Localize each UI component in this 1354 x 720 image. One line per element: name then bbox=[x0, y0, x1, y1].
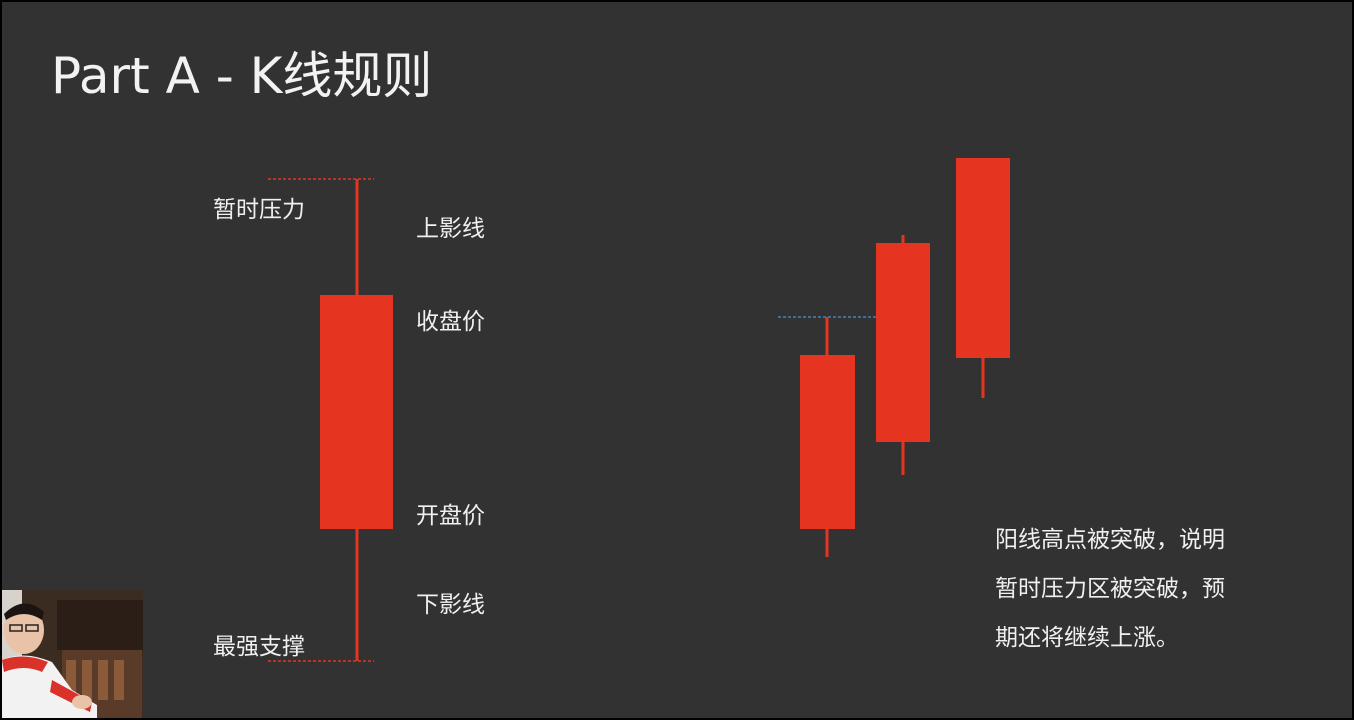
lower-shadow-label: 下影线 bbox=[416, 592, 485, 618]
rising-candles bbox=[778, 158, 1010, 557]
single-candle bbox=[268, 178, 393, 662]
slide-title: Part A - K线规则 bbox=[51, 47, 433, 105]
presenter-video-icon bbox=[2, 590, 143, 718]
candle-3-body bbox=[956, 158, 1010, 358]
caption-line-3: 期还将继续上涨。 bbox=[995, 625, 1179, 651]
caption-line-2: 暂时压力区被突破，预 bbox=[995, 576, 1225, 602]
resistance-label: 暂时压力 bbox=[213, 197, 305, 223]
support-label: 最强支撑 bbox=[213, 634, 305, 660]
presenter-webcam bbox=[2, 590, 143, 718]
candle-2-body bbox=[876, 243, 930, 442]
open-price-label: 开盘价 bbox=[416, 503, 485, 529]
candle-body bbox=[320, 295, 393, 529]
caption-line-1: 阳线高点被突破，说明 bbox=[995, 527, 1225, 553]
close-price-label: 收盘价 bbox=[416, 309, 485, 335]
upper-shadow-label: 上影线 bbox=[416, 216, 485, 242]
explanation-caption: 阳线高点被突破，说明 暂时压力区被突破，预 期还将继续上涨。 bbox=[995, 516, 1265, 663]
candle-1-body bbox=[800, 355, 855, 529]
